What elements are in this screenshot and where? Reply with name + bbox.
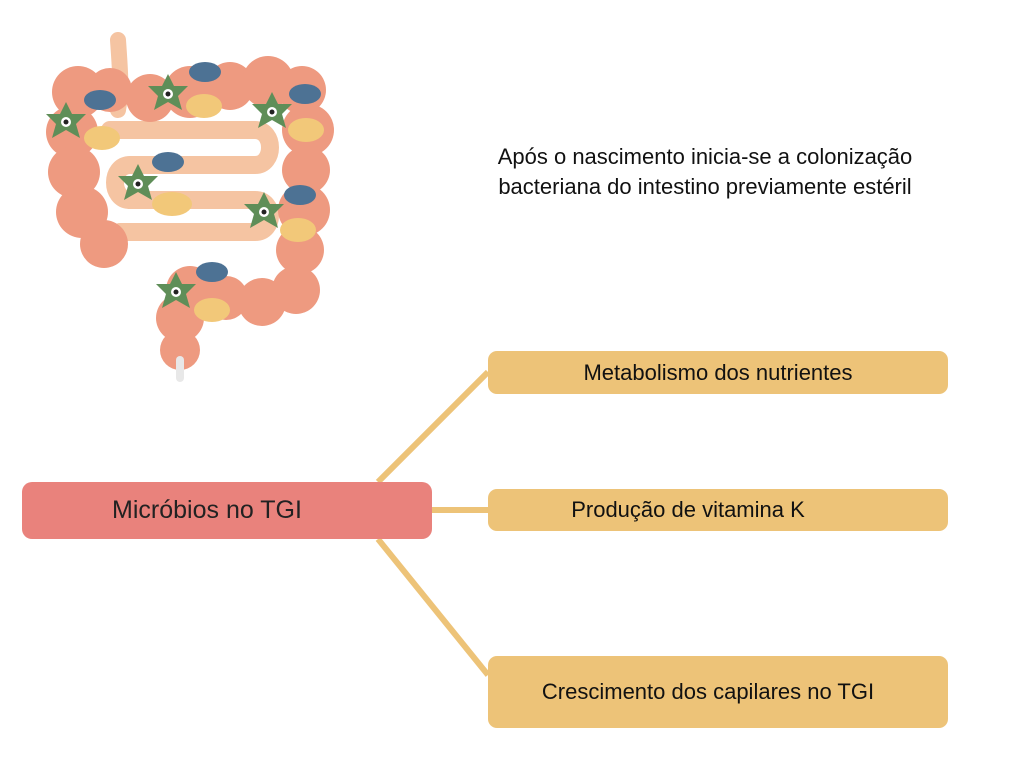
connector-to-branch-3 — [375, 537, 491, 677]
intro-caption: Após o nascimento inicia-se a colonizaçã… — [425, 142, 985, 202]
intestine-illustration — [46, 32, 334, 382]
branch-node-label: Crescimento dos capilares no TGI — [541, 679, 875, 704]
caption-line-2: bacteriana do intestino previamente esté… — [498, 174, 912, 199]
branch-node-label: Produção de vitamina K — [571, 497, 805, 522]
star-microbe-icon — [156, 272, 196, 308]
root-node: Micróbios no TGI — [22, 482, 432, 539]
branch-node-label: Metabolismo dos nutrientes — [583, 359, 853, 385]
branch-node-capillaries: Crescimento dos capilares no TGI — [488, 656, 948, 728]
round-microbe-icon — [84, 62, 321, 282]
branch-node-metabolism: Metabolismo dos nutrientes — [488, 351, 948, 394]
microbes — [46, 62, 324, 322]
star-microbe-icon — [148, 74, 188, 110]
star-microbe-icon — [244, 192, 284, 228]
star-microbe-icon — [46, 102, 86, 138]
caption-line-1: Após o nascimento inicia-se a colonizaçã… — [497, 144, 913, 169]
branch-node-vitamin-k: Produção de vitamina K — [488, 489, 948, 531]
connector-to-branch-1 — [375, 369, 491, 485]
star-microbe-icon — [252, 92, 292, 128]
star-microbe-icon — [118, 164, 158, 200]
blob-microbe-icon — [84, 94, 324, 322]
root-node-label: Micróbios no TGI — [112, 496, 302, 524]
